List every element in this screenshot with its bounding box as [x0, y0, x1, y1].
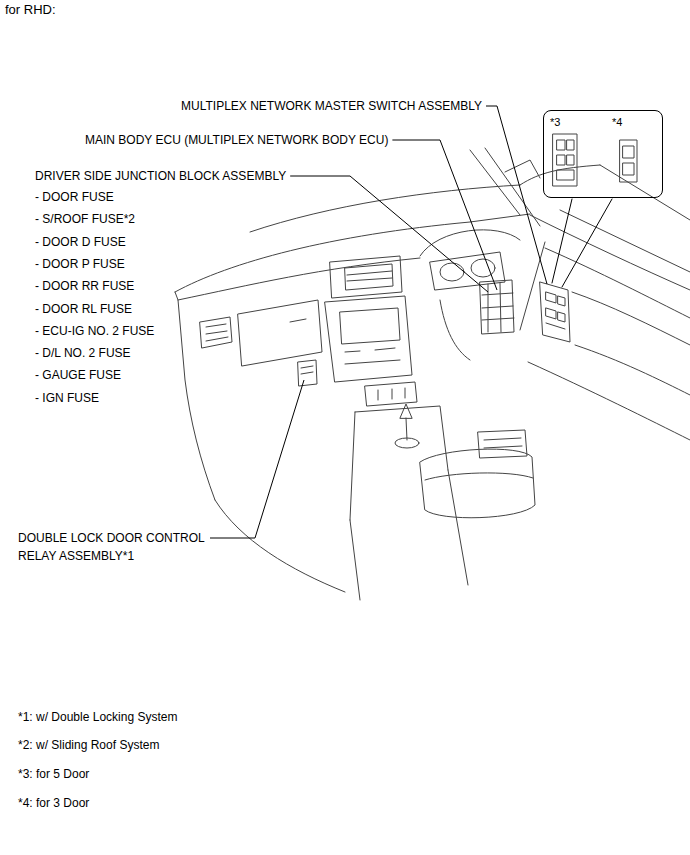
leader-line	[486, 106, 547, 284]
part-name: MAIN BODY ECU (MULTIPLEX NETWORK BODY EC…	[85, 133, 388, 147]
fuse-name: - DOOR FUSE	[35, 190, 114, 204]
callout-number: *3	[550, 116, 560, 128]
fuse-name: - DOOR RR FUSE	[35, 279, 134, 293]
fuse-name: - IGN FUSE	[35, 391, 99, 405]
footnote: *4: for 3 Door	[18, 796, 89, 810]
leader-line	[392, 140, 497, 290]
part-name: DOUBLE LOCK DOOR CONTROL RELAY ASSEMBLY*…	[18, 529, 223, 565]
part-name: DRIVER SIDE JUNCTION BLOCK ASSEMBLY	[35, 169, 286, 183]
footnote: *3: for 5 Door	[18, 767, 89, 781]
part-name: MULTIPLEX NETWORK MASTER SWITCH ASSEMBLY	[181, 99, 482, 113]
fuse-name: - DOOR P FUSE	[35, 257, 125, 271]
leader-line	[290, 176, 488, 292]
fuse-name: - D/L NO. 2 FUSE	[35, 346, 131, 360]
footnote: *2: w/ Sliding Roof System	[18, 738, 159, 752]
inset-box: *3 *4	[543, 110, 663, 198]
fuse-name: - GAUGE FUSE	[35, 368, 121, 382]
fuse-name: - S/ROOF FUSE*2	[35, 212, 135, 226]
footnote: *1: w/ Double Locking System	[18, 710, 177, 724]
fuse-name: - DOOR D FUSE	[35, 235, 126, 249]
callout-number: *4	[612, 116, 622, 128]
page-title: for RHD:	[5, 3, 56, 17]
fuse-name: - DOOR RL FUSE	[35, 302, 132, 316]
leader-line	[210, 380, 304, 538]
fuse-name: - ECU-IG NO. 2 FUSE	[35, 324, 154, 338]
